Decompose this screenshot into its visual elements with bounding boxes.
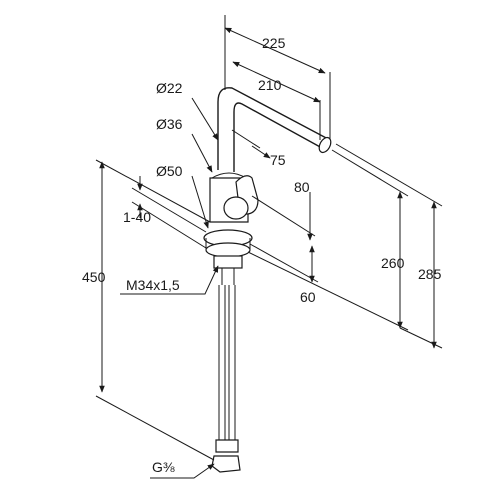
dim-dia22-label: Ø22 [156,80,183,96]
dim-75: 75 [231,129,286,168]
faucet-body [203,87,332,473]
hose-fitting-lower [211,455,241,473]
mounting-plate [205,242,251,258]
dim-450-label: 450 [82,269,106,285]
dim-285: 285 [335,143,443,349]
spout-inner-outline [233,102,323,172]
dim-60: 60 [249,243,319,305]
dim-285-label: 285 [418,266,442,282]
dim-dia22: Ø22 [156,80,219,141]
threaded-shank [221,268,235,285]
dim-pipe-label: G⅜ [152,459,175,475]
dim-80-label: 80 [294,179,310,195]
dim-dia36: Ø36 [156,116,213,173]
dim-1-40-label: 1-40 [123,209,151,225]
supply-hose-right [228,285,236,440]
dim-thread: M34x1,5 [120,265,219,295]
lever-hub [223,196,249,220]
dim-75-label: 75 [270,152,286,168]
supply-hose-left [218,285,226,440]
dim-pipe: G⅜ [150,459,215,479]
mounting-nut [213,255,243,269]
dim-dia50-label: Ø50 [156,163,183,179]
dim-225-label: 225 [262,35,286,51]
dim-210: 210 [232,61,321,140]
dim-260: 260 [247,149,409,331]
dim-210-label: 210 [258,77,282,93]
hose-fitting-upper [215,439,239,453]
dim-60-label: 60 [300,289,316,305]
dim-450: 450 [82,159,215,461]
dim-80: 80 [251,179,316,241]
spout-tip [318,136,332,154]
dim-1-40: 1-40 [123,176,207,249]
dim-260-label: 260 [381,255,405,271]
dim-dia36-label: Ø36 [156,116,183,132]
dim-thread-label: M34x1,5 [126,277,180,293]
spout-outline [217,87,331,170]
